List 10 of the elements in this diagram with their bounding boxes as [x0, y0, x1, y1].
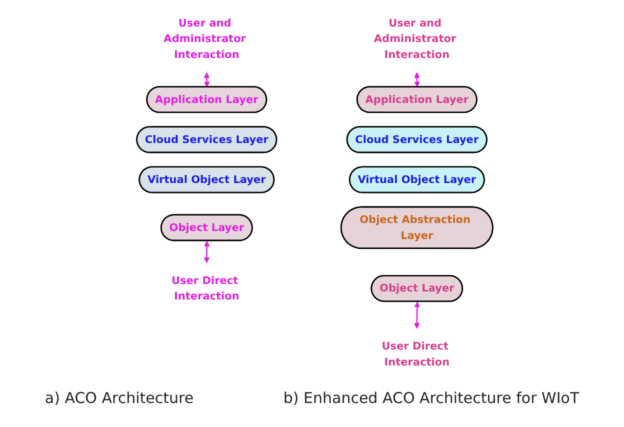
caption: b) Enhanced ACO Architecture for WIoT [283, 388, 580, 409]
node-text: User and Administrator Interaction [374, 16, 456, 60]
node-text: User and Administrator Interaction [164, 16, 246, 60]
node-text: User Direct Interaction [382, 340, 450, 368]
caption: a) ACO Architecture [44, 388, 194, 409]
arrow [204, 240, 210, 264]
node-text: User Direct Interaction [172, 274, 240, 302]
arrow [414, 302, 420, 329]
arrow [204, 72, 210, 88]
arrow [414, 72, 420, 88]
